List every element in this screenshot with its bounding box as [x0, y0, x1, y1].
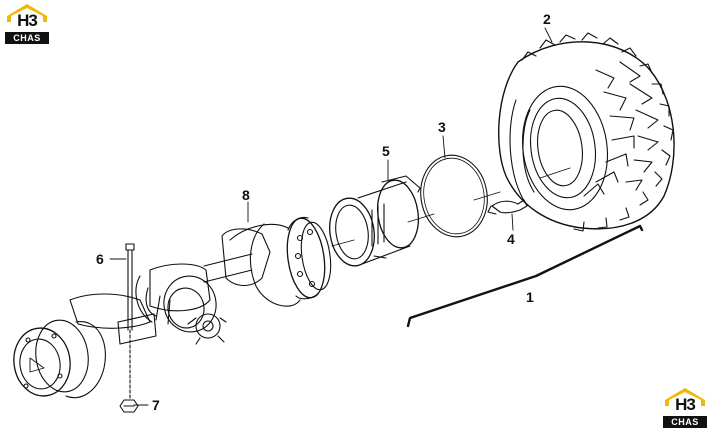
logo-h3-text: H3 — [17, 11, 38, 30]
brand-logo-top: H3 CHAS — [3, 2, 51, 46]
callout-2: 2 — [543, 11, 551, 27]
axle-housing — [135, 228, 271, 345]
bolt — [125, 243, 135, 399]
final-drive-hub — [229, 216, 332, 307]
callout-7: 7 — [152, 397, 160, 413]
logo-roof-icon — [7, 4, 47, 22]
callout-6: 6 — [96, 251, 104, 267]
callout-1: 1 — [526, 289, 534, 305]
logo-roof-icon — [665, 388, 705, 406]
tire — [498, 32, 675, 232]
left-hub — [13, 293, 157, 399]
brand-logo-bottom: H3 CHAS — [661, 386, 709, 430]
nut — [119, 399, 139, 413]
callout-4: 4 — [507, 231, 515, 247]
logo-h3-text: H3 — [675, 395, 696, 414]
centerline — [331, 167, 571, 247]
rim — [329, 175, 421, 267]
logo-chas-text: CHAS — [5, 32, 49, 44]
logo-chas-text: CHAS — [663, 416, 707, 428]
callout-8: 8 — [242, 187, 250, 203]
valve — [491, 199, 528, 214]
callout-3: 3 — [438, 119, 446, 135]
assembly-bracket — [406, 224, 644, 328]
o-ring — [420, 154, 488, 238]
callout-5: 5 — [382, 143, 390, 159]
